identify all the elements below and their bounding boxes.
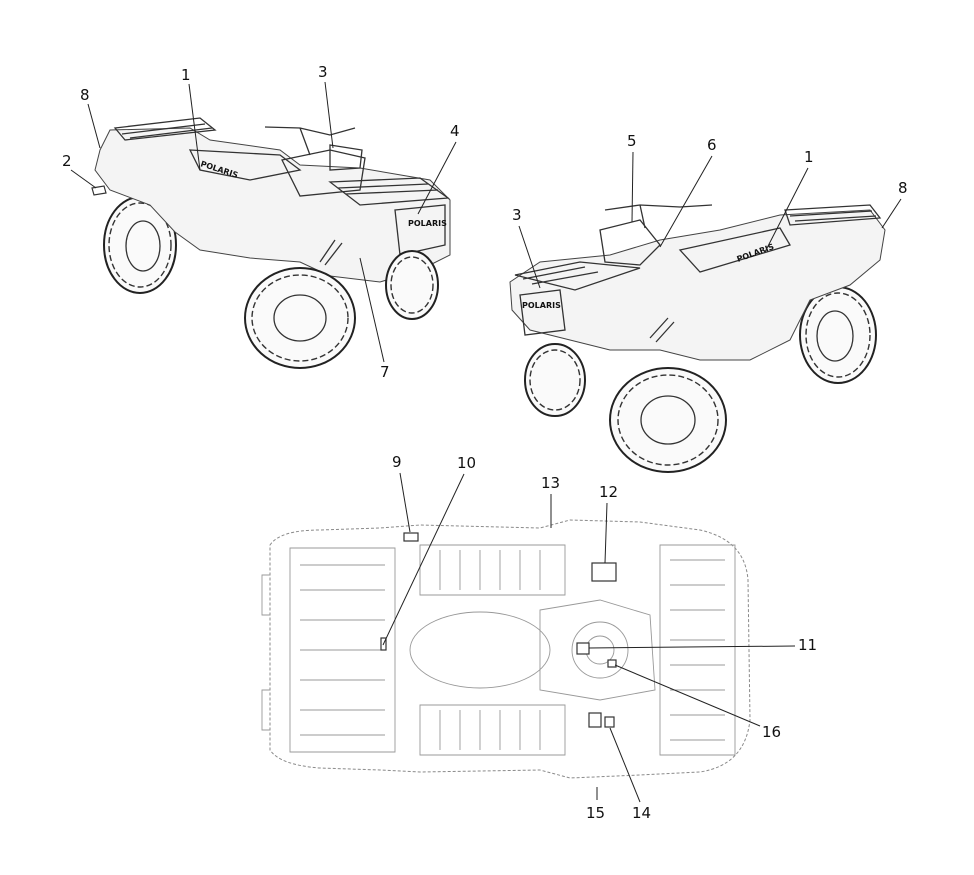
- callout-label: 2: [62, 152, 72, 170]
- decal-9-marker: [403, 532, 419, 542]
- callouts-right-view: 5 6 1 8 3: [512, 132, 908, 289]
- atv-right-seat: [678, 227, 791, 273]
- decal-11-marker: [576, 642, 590, 655]
- callout-label: 15: [586, 804, 605, 822]
- atv-top-view: [261, 519, 751, 779]
- callout-label: 16: [762, 723, 781, 741]
- brand-decal-left-front: POLARIS: [408, 219, 447, 228]
- callout-label: 7: [380, 363, 390, 381]
- atv-left-front-rack: [328, 177, 450, 206]
- callout-label: 8: [80, 86, 90, 104]
- callout-label: 1: [181, 66, 191, 84]
- atv-left-rear-wheel: [103, 196, 177, 294]
- callout-label: 3: [318, 63, 328, 81]
- callout-label: 3: [512, 206, 522, 224]
- atv-left-front-wheel: [244, 267, 356, 369]
- atv-right-rear-rack: [784, 204, 882, 226]
- callouts-left-view: 1 2 3 4 7 8: [62, 63, 460, 381]
- atv-left-far-front-wheel: [385, 250, 439, 320]
- callout-label: 10: [457, 454, 476, 472]
- callout-label: 4: [450, 122, 460, 140]
- atv-left-seat: [188, 149, 302, 181]
- atv-right-body: [509, 209, 886, 361]
- atv-top-outline: [269, 519, 751, 779]
- callout-label: 9: [392, 453, 402, 471]
- callout-label: 1: [804, 148, 814, 166]
- atv-right-handlebar: [604, 204, 713, 229]
- atv-right-front-rack: [514, 261, 641, 291]
- atv-left-view: POLARIS POLARIS: [91, 117, 451, 369]
- callout-label: 5: [627, 132, 637, 150]
- brand-decal-right-front: POLARIS: [522, 301, 561, 310]
- atv-right-rear-wheel: [799, 286, 877, 384]
- decal-14-marker: [604, 716, 615, 728]
- atv-right-far-front-wheel: [524, 343, 586, 417]
- atv-right-view: POLARIS POLARIS: [509, 204, 886, 473]
- callout-label: 11: [798, 636, 817, 654]
- callouts-top-view: 9 10 13 12 11 16 15 14: [382, 453, 817, 822]
- atv-left-rear-rack: [113, 117, 217, 141]
- decal-2-marker: [91, 185, 107, 196]
- callout-label: 14: [632, 804, 651, 822]
- atv-left-handlebar: [264, 126, 356, 156]
- callout-label: 13: [541, 474, 560, 492]
- decal-12-marker: [591, 562, 617, 582]
- atv-left-pod: [281, 149, 366, 197]
- callout-label: 8: [898, 179, 908, 197]
- callout-label: 12: [599, 483, 618, 501]
- callout-label: 6: [707, 136, 717, 154]
- decal-16-marker: [607, 659, 617, 668]
- decal-15-marker: [588, 712, 602, 728]
- atv-right-pod: [599, 219, 661, 266]
- atv-right-front-wheel: [609, 367, 727, 473]
